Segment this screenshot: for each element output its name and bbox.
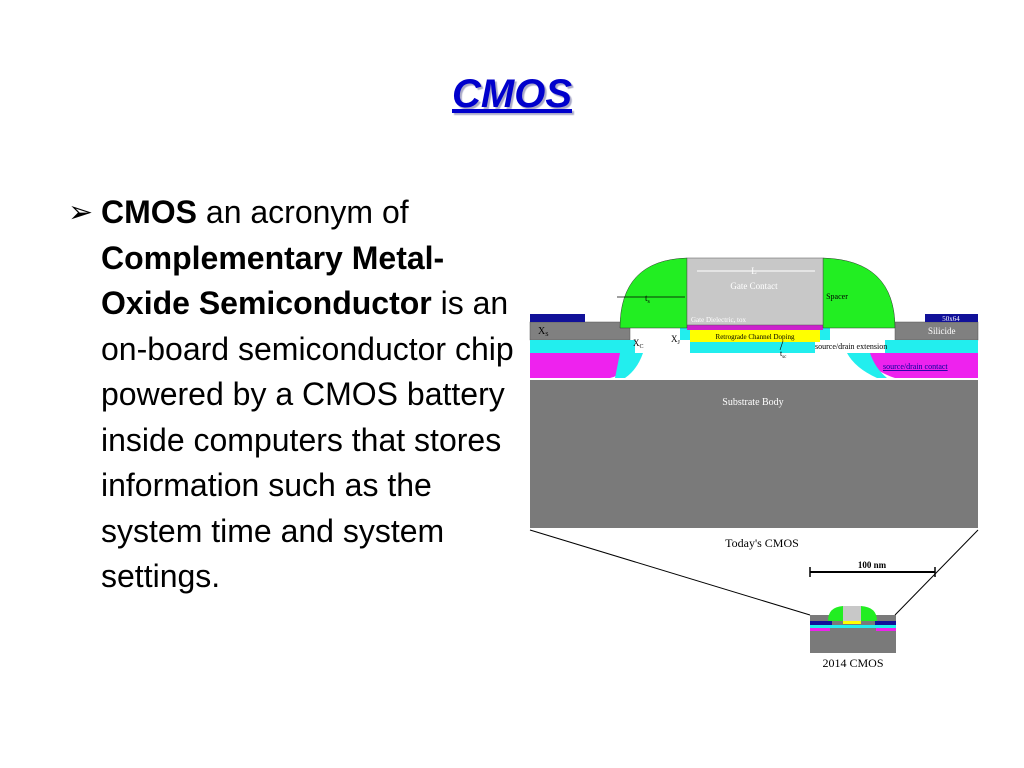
label-tsc: tsc xyxy=(780,349,787,360)
label-xj: XJ xyxy=(671,334,681,346)
label-xc: XC xyxy=(633,338,644,350)
substrate-body xyxy=(530,380,978,528)
label-sd-extension: source/drain extension xyxy=(815,342,887,351)
zoom-line-right xyxy=(894,529,979,616)
mini-si-left xyxy=(810,621,832,625)
label-sd-contact: source/drain contact xyxy=(883,362,948,371)
bullet-text-part-1: an acronym of xyxy=(197,194,409,230)
mini-spacer-right xyxy=(861,606,877,621)
mini-gate xyxy=(843,606,861,621)
label-ts: ts xyxy=(645,293,651,305)
gate-contact xyxy=(686,257,824,326)
label-retrograde: Retrograde Channel Doping xyxy=(716,333,795,341)
arrow-bullet-icon: ➢ xyxy=(68,196,94,229)
mini-si-right xyxy=(875,621,896,625)
silicide-right xyxy=(925,314,978,322)
retrograde-doping xyxy=(690,330,820,342)
zoom-line-left xyxy=(529,529,811,616)
gate-dielectric xyxy=(687,325,823,330)
mini-channel xyxy=(843,621,861,624)
label-xs: XS xyxy=(538,326,549,338)
silicide-left xyxy=(530,314,585,322)
slide-title: CMOS xyxy=(452,72,572,116)
bullet-text: CMOS an acronym of Complementary Metal-O… xyxy=(101,190,521,600)
spacer-left xyxy=(619,257,688,329)
label-todays-cmos: Today's CMOS xyxy=(725,536,799,550)
label-scale: 100 nm xyxy=(858,560,887,570)
label-L: L xyxy=(751,266,757,276)
term-cmos: CMOS xyxy=(101,194,197,230)
bullet-text-part-2: is an on-board semiconductor chip powere… xyxy=(101,285,514,594)
label-spacer: Spacer xyxy=(826,292,848,301)
small-box-label: 50x64 xyxy=(942,315,960,323)
label-substrate: Substrate Body xyxy=(722,397,783,408)
tsc-line xyxy=(779,340,784,351)
label-2014-cmos: 2014 CMOS xyxy=(822,656,883,670)
junction-right xyxy=(847,353,887,378)
mini-spacer-left xyxy=(828,606,843,621)
mini-magenta-left xyxy=(810,628,830,631)
term-expansion: Complementary Metal-Oxide Semiconductor xyxy=(101,239,445,322)
label-gate-contact: Gate Contact xyxy=(730,281,778,291)
mini-magenta-right xyxy=(876,628,896,631)
sd-contact-right xyxy=(865,353,978,378)
junction-left xyxy=(615,353,643,378)
mini-cyan xyxy=(810,625,896,628)
label-silicide: Silicide xyxy=(928,326,956,336)
label-gate-dielectric: Gate Dielectric, tox xyxy=(691,316,747,324)
cmos-diagram: 50x64 L Gate Contact Spacer ts Gate Diel… xyxy=(529,257,979,670)
sd-contact-left xyxy=(530,353,635,378)
spacer-right xyxy=(822,257,896,329)
